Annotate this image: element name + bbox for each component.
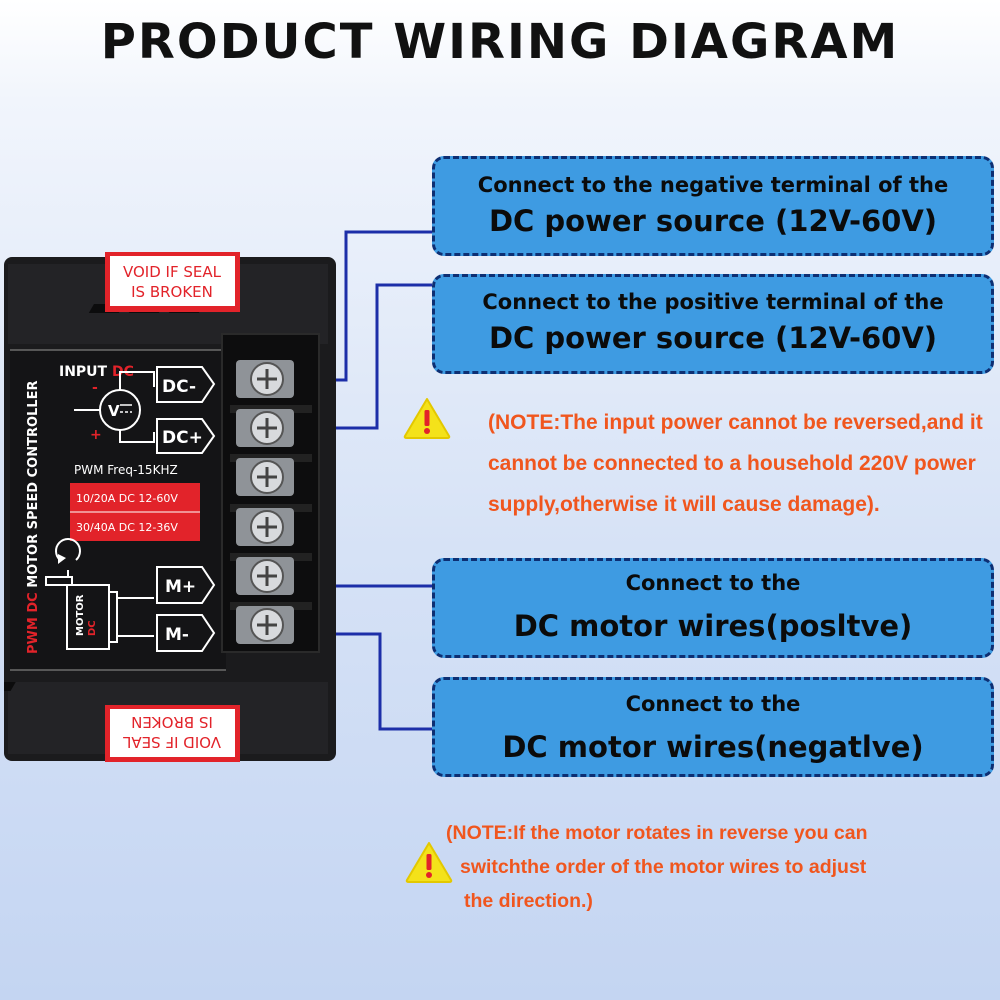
screw-terminal-3 — [236, 458, 294, 496]
input-minus-sign: - — [92, 380, 98, 396]
note-motor-direction-line2: switchthe order of the motor wires to ad… — [460, 856, 867, 878]
note-input-power-line1: (NOTE:The input power cannot be reversed… — [488, 411, 983, 434]
callout-motor-negative-line2: DC motor wires(negatlve) — [502, 730, 924, 764]
spec-line-2: 30/40A DC 12-36V — [76, 521, 178, 534]
svg-text:DC-: DC- — [162, 377, 196, 397]
screw-terminal-5 — [236, 557, 294, 595]
note-input-power-line2: cannot be connected to a household 220V … — [488, 452, 976, 475]
terminal-label-m-pos: M+ — [156, 566, 216, 604]
motor-icon: DCMOTOR — [45, 538, 154, 650]
callout-motor-positive-line1: Connect to the — [625, 571, 801, 595]
terminal-label-dc-neg: DC- — [156, 366, 216, 403]
seal-text-line1: VOID IF SEAL — [123, 263, 222, 281]
screw-terminal-2 — [236, 409, 294, 447]
note-motor-direction-line3: the direction.) — [464, 890, 593, 912]
seal-bottom-line1: VOID IF SEAL — [122, 733, 221, 751]
screw-terminal-1 — [236, 360, 294, 398]
seal-text-line2: IS BROKEN — [131, 283, 213, 301]
callout-motor-negative-line1: Connect to the — [625, 692, 801, 716]
pwm-frequency: PWM Freq-15KHZ — [74, 463, 178, 477]
callout-dc-negative-line1: Connect to the negative terminal of the — [477, 173, 949, 197]
motor-icon-label: DCMOTOR — [75, 594, 98, 636]
callout-dc-positive: Connect to the positive terminal of the … — [432, 274, 994, 374]
callout-motor-positive: Connect to the DC motor wires(posltve) — [432, 558, 994, 658]
seal-bottom-line2: IS BROKEN — [131, 713, 213, 731]
screw-terminal-4 — [236, 508, 294, 546]
note-input-power: (NOTE:The input power cannot be reversed… — [488, 402, 983, 525]
note-input-power-line3: supply,otherwise it will cause damage). — [488, 493, 880, 516]
callout-dc-positive-line2: DC power source (12V-60V) — [488, 321, 938, 355]
warning-icon — [403, 398, 451, 439]
callout-motor-negative: Connect to the DC motor wires(negatlve) — [432, 677, 994, 777]
callout-dc-positive-line1: Connect to the positive terminal of the — [482, 290, 944, 314]
motor-speed-controller: VOID IF SEAL IS BROKEN VOID IF SEAL IS B… — [4, 252, 336, 762]
warning-icon — [405, 842, 453, 883]
screw-terminal-6 — [236, 606, 294, 644]
wire-motor-negative — [298, 632, 432, 731]
page-title: PRODUCT WIRING DIAGRAM — [100, 14, 900, 70]
spec-line-1: 10/20A DC 12-60V — [76, 492, 178, 505]
note-motor-direction-line1: (NOTE:If the motor rotates in reverse yo… — [446, 822, 868, 844]
callout-motor-positive-line2: DC motor wires(posltve) — [513, 609, 913, 643]
terminal-label-dc-pos: DC+ — [156, 418, 216, 454]
terminal-label-m-neg: M- — [156, 614, 216, 652]
callout-dc-negative: Connect to the negative terminal of the … — [432, 156, 994, 256]
voltage-symbol-text: V — [108, 402, 120, 420]
callout-dc-negative-line2: DC power source (12V-60V) — [488, 204, 938, 238]
input-plus-sign: + — [90, 427, 102, 443]
svg-text:M+: M+ — [165, 577, 196, 597]
wire-dc-positive — [298, 283, 432, 430]
side-label: PWM DC MOTOR SPEED CONTROLLER — [26, 381, 41, 654]
note-motor-direction: (NOTE:If the motor rotates in reverse yo… — [446, 816, 868, 918]
svg-text:M-: M- — [165, 625, 189, 645]
svg-text:DC+: DC+ — [162, 428, 203, 448]
power-source-icon: V — [74, 371, 155, 443]
